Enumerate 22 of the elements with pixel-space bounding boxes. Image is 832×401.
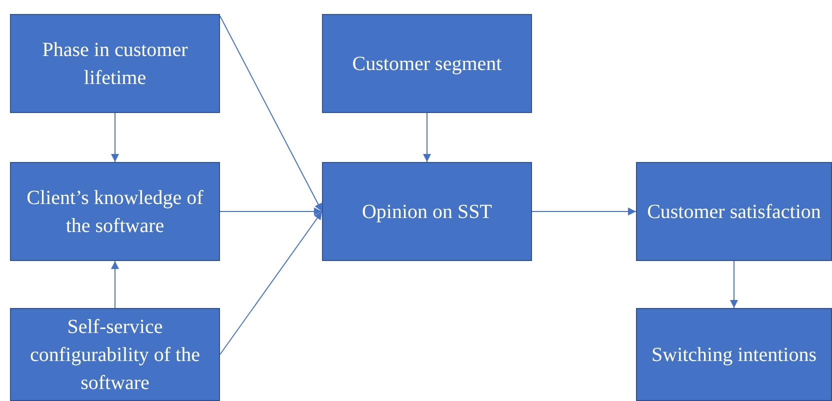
arrow	[423, 112, 431, 162]
process-box	[636, 162, 832, 261]
arrow	[220, 15, 322, 212]
box-label: Client’s knowledge of the software	[26, 186, 204, 238]
arrow	[111, 112, 119, 162]
arrow	[730, 260, 738, 308]
box-label: Customer satisfaction	[647, 200, 821, 224]
box-label: Opinion on SST	[362, 200, 492, 224]
process-box	[10, 308, 220, 401]
process-box	[636, 308, 832, 401]
arrow	[220, 211, 322, 355]
arrow	[532, 208, 636, 216]
arrow	[220, 208, 322, 216]
box-label: Switching intentions	[652, 342, 816, 368]
arrow	[111, 260, 119, 308]
process-box	[10, 14, 220, 113]
process-box	[322, 162, 532, 261]
box-label: Phase in customer lifetime	[41, 38, 189, 90]
box-label: Self-service configurability of the software	[29, 314, 201, 396]
process-box	[10, 162, 220, 261]
box-label: Customer segment	[352, 52, 502, 76]
process-box	[322, 14, 532, 113]
